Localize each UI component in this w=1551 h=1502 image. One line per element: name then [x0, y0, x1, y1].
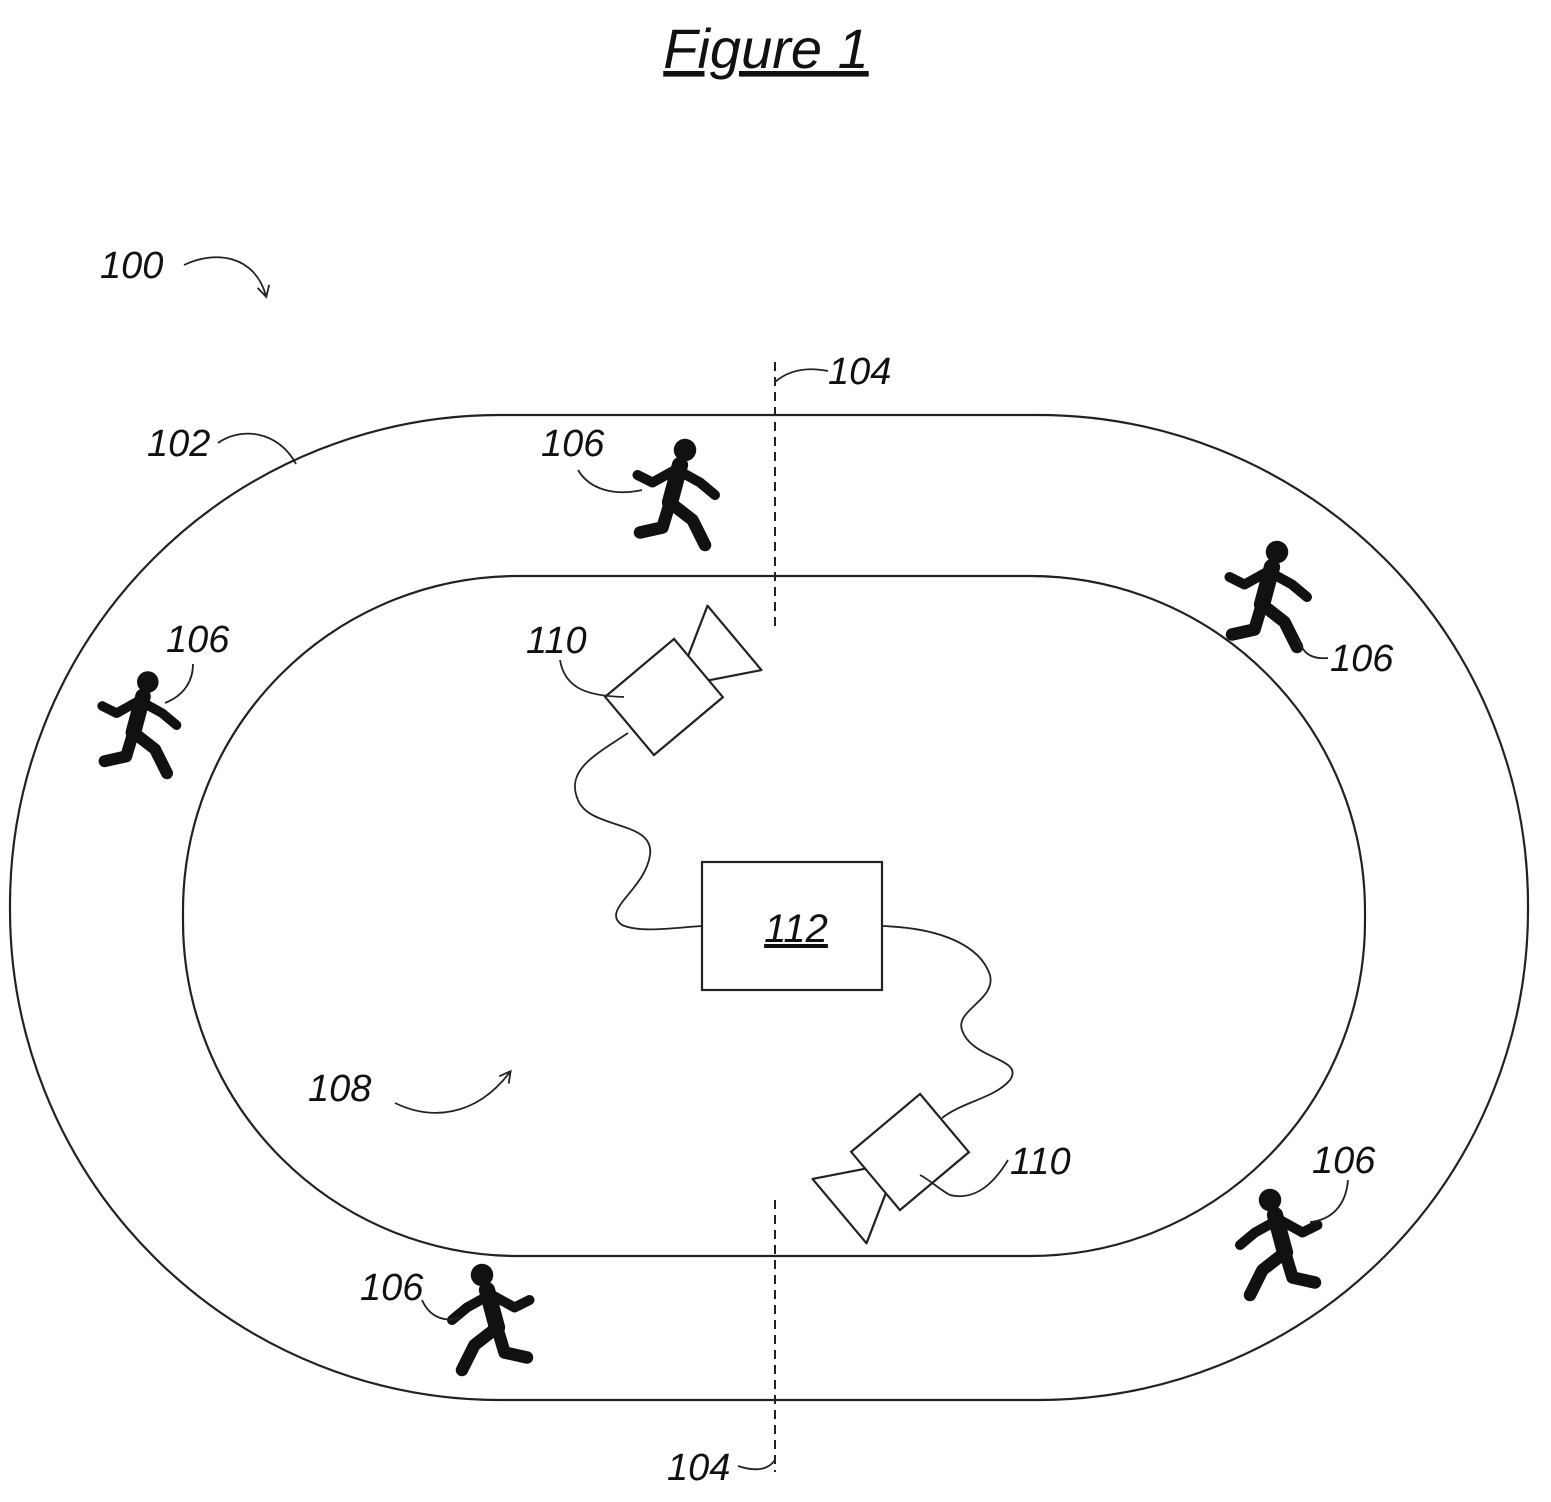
finish-line-leader-bottom [738, 1460, 775, 1469]
running-person-icon [102, 671, 176, 773]
athlete-leader-right-upper [1297, 638, 1328, 658]
processor-label: 112 [764, 907, 828, 951]
athlete-leader-top [578, 470, 642, 492]
athlete-leader-right-lower [1310, 1180, 1348, 1222]
running-person-icon [1240, 1189, 1318, 1295]
track-label: 102 [147, 423, 210, 465]
athlete-leader-left [165, 664, 193, 703]
athlete-label-top: 106 [541, 423, 605, 465]
finish-line-leader-top [775, 369, 828, 382]
finish-line-label-bottom: 104 [667, 1447, 730, 1489]
video-camera-icon [603, 606, 762, 758]
athlete-label-right-upper: 106 [1330, 638, 1394, 680]
athlete-label-bottom: 106 [360, 1267, 424, 1309]
track-leader [218, 434, 296, 464]
figure-title: Figure 1 [663, 17, 868, 80]
camera-label-lower: 110 [1010, 1141, 1071, 1183]
running-person-icon [638, 439, 716, 545]
athlete-label-left: 106 [166, 619, 230, 661]
system-label: 100 [100, 245, 163, 287]
camera-label-upper: 110 [526, 620, 587, 662]
running-person-icon [452, 1264, 530, 1370]
infield-leader-arrow [395, 1072, 510, 1113]
camera-cable-upper [575, 733, 702, 929]
infield-label: 108 [308, 1068, 371, 1110]
camera-cable-lower [882, 926, 1013, 1118]
athlete-label-right-lower: 106 [1312, 1140, 1376, 1182]
running-person-icon [1230, 541, 1308, 647]
camera-leader-lower [920, 1160, 1008, 1196]
finish-line-label-top: 104 [828, 351, 891, 393]
camera-leader-upper [560, 660, 624, 697]
system-leader-arrow [184, 257, 266, 296]
